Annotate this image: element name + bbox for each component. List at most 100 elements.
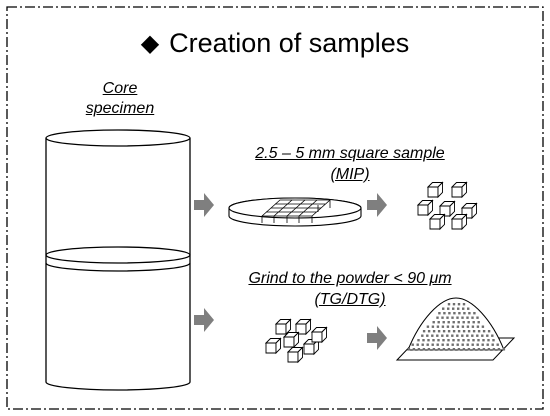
powder-particle xyxy=(416,343,419,346)
cut-grid xyxy=(260,199,332,223)
powder-particle xyxy=(461,316,464,319)
diamond-bullet-icon: ◆ xyxy=(140,30,160,57)
powder-particle xyxy=(502,348,506,351)
powder-particle xyxy=(461,343,464,346)
powder-particle xyxy=(481,343,484,346)
powder-particle xyxy=(436,325,440,328)
powder-particle xyxy=(436,343,439,346)
powder-particle xyxy=(497,348,501,351)
powder-particle xyxy=(421,334,424,337)
powder-particle xyxy=(441,343,444,346)
cube-icon xyxy=(416,199,434,217)
powder-particle xyxy=(481,334,484,337)
cube-icon xyxy=(294,318,312,336)
powder-particle xyxy=(447,321,450,324)
powder-particle xyxy=(432,348,436,351)
powder-particle xyxy=(462,321,465,324)
powder-particle xyxy=(446,343,449,346)
powder-particle xyxy=(452,348,456,351)
powder-particle xyxy=(417,339,420,342)
powder-particle xyxy=(432,321,435,324)
cube-icon xyxy=(460,202,478,220)
mip-label-line1: 2.5 – 5 mm square sample xyxy=(255,145,445,162)
title: ◆ Creation of samples xyxy=(0,28,550,59)
powder-particle xyxy=(442,339,445,342)
powder-particle xyxy=(447,303,451,306)
powder-particle xyxy=(407,348,411,351)
powder-particle xyxy=(481,325,485,328)
powder-particle xyxy=(472,321,475,324)
powder-particle xyxy=(477,321,480,324)
powder-particle xyxy=(472,348,476,351)
powder-particle xyxy=(452,321,455,324)
powder-particle xyxy=(491,334,494,337)
powder-particle xyxy=(452,330,456,333)
powder-particle xyxy=(427,339,430,342)
powder-particle xyxy=(447,330,451,333)
powder-particle xyxy=(452,339,455,342)
powder-particle xyxy=(451,316,454,319)
powder-particle xyxy=(443,312,446,315)
powder-particle xyxy=(473,312,476,315)
powder-particle xyxy=(437,330,441,333)
powder-particle xyxy=(452,303,456,306)
powder-particle xyxy=(492,339,495,342)
powder-particle xyxy=(466,334,469,337)
powder-particle xyxy=(451,343,454,346)
powder-particle xyxy=(442,348,446,351)
powder-particle xyxy=(468,312,471,315)
cube-icon xyxy=(274,318,292,336)
powder-particle xyxy=(432,330,436,333)
powder-particle xyxy=(432,339,435,342)
powder-particle xyxy=(456,334,459,337)
powder-particle xyxy=(461,325,465,328)
powder-particle xyxy=(466,325,470,328)
title-text: Creation of samples xyxy=(169,28,410,58)
powder-particle xyxy=(458,312,461,315)
powder-particle xyxy=(486,343,489,346)
powder-particle xyxy=(457,348,461,351)
powder-particle xyxy=(417,348,421,351)
powder-particle xyxy=(452,307,455,310)
powder-particle xyxy=(476,334,479,337)
powder-particle xyxy=(442,321,445,324)
cube-icon xyxy=(264,337,282,355)
powder-particle xyxy=(482,348,486,351)
powder-particle xyxy=(457,321,460,324)
powder-particle xyxy=(477,348,481,351)
powder-particle xyxy=(437,339,440,342)
powder-particle xyxy=(496,343,499,346)
powder-particle xyxy=(457,307,460,310)
powder-particle xyxy=(441,325,445,328)
powder-particle xyxy=(431,334,434,337)
powder-particle xyxy=(492,348,496,351)
powder-particle xyxy=(431,343,434,346)
powder-particle xyxy=(442,307,445,310)
powder-particle xyxy=(477,339,480,342)
powder-particle xyxy=(447,348,451,351)
powder-particle xyxy=(453,312,456,315)
powder-particle xyxy=(446,316,449,319)
powder-particle xyxy=(466,316,469,319)
powder-particle xyxy=(482,330,486,333)
mip-label-line2: (MIP) xyxy=(330,166,370,183)
powder-particle xyxy=(451,334,454,337)
powder-particle xyxy=(441,334,444,337)
powder-particle xyxy=(456,325,460,328)
powder-particle xyxy=(447,307,450,310)
powder-particle xyxy=(467,339,470,342)
arrow-core-to-grind xyxy=(194,308,214,332)
powder-particle xyxy=(486,334,489,337)
powder-particle xyxy=(463,312,466,315)
powder-particle xyxy=(456,343,459,346)
powder-particle xyxy=(467,330,471,333)
cube-icon xyxy=(450,181,468,199)
powder-particle xyxy=(456,316,459,319)
powder-particle xyxy=(487,339,490,342)
powder-particle xyxy=(437,348,441,351)
cube-icon xyxy=(282,331,300,349)
cube-icon xyxy=(310,326,328,344)
